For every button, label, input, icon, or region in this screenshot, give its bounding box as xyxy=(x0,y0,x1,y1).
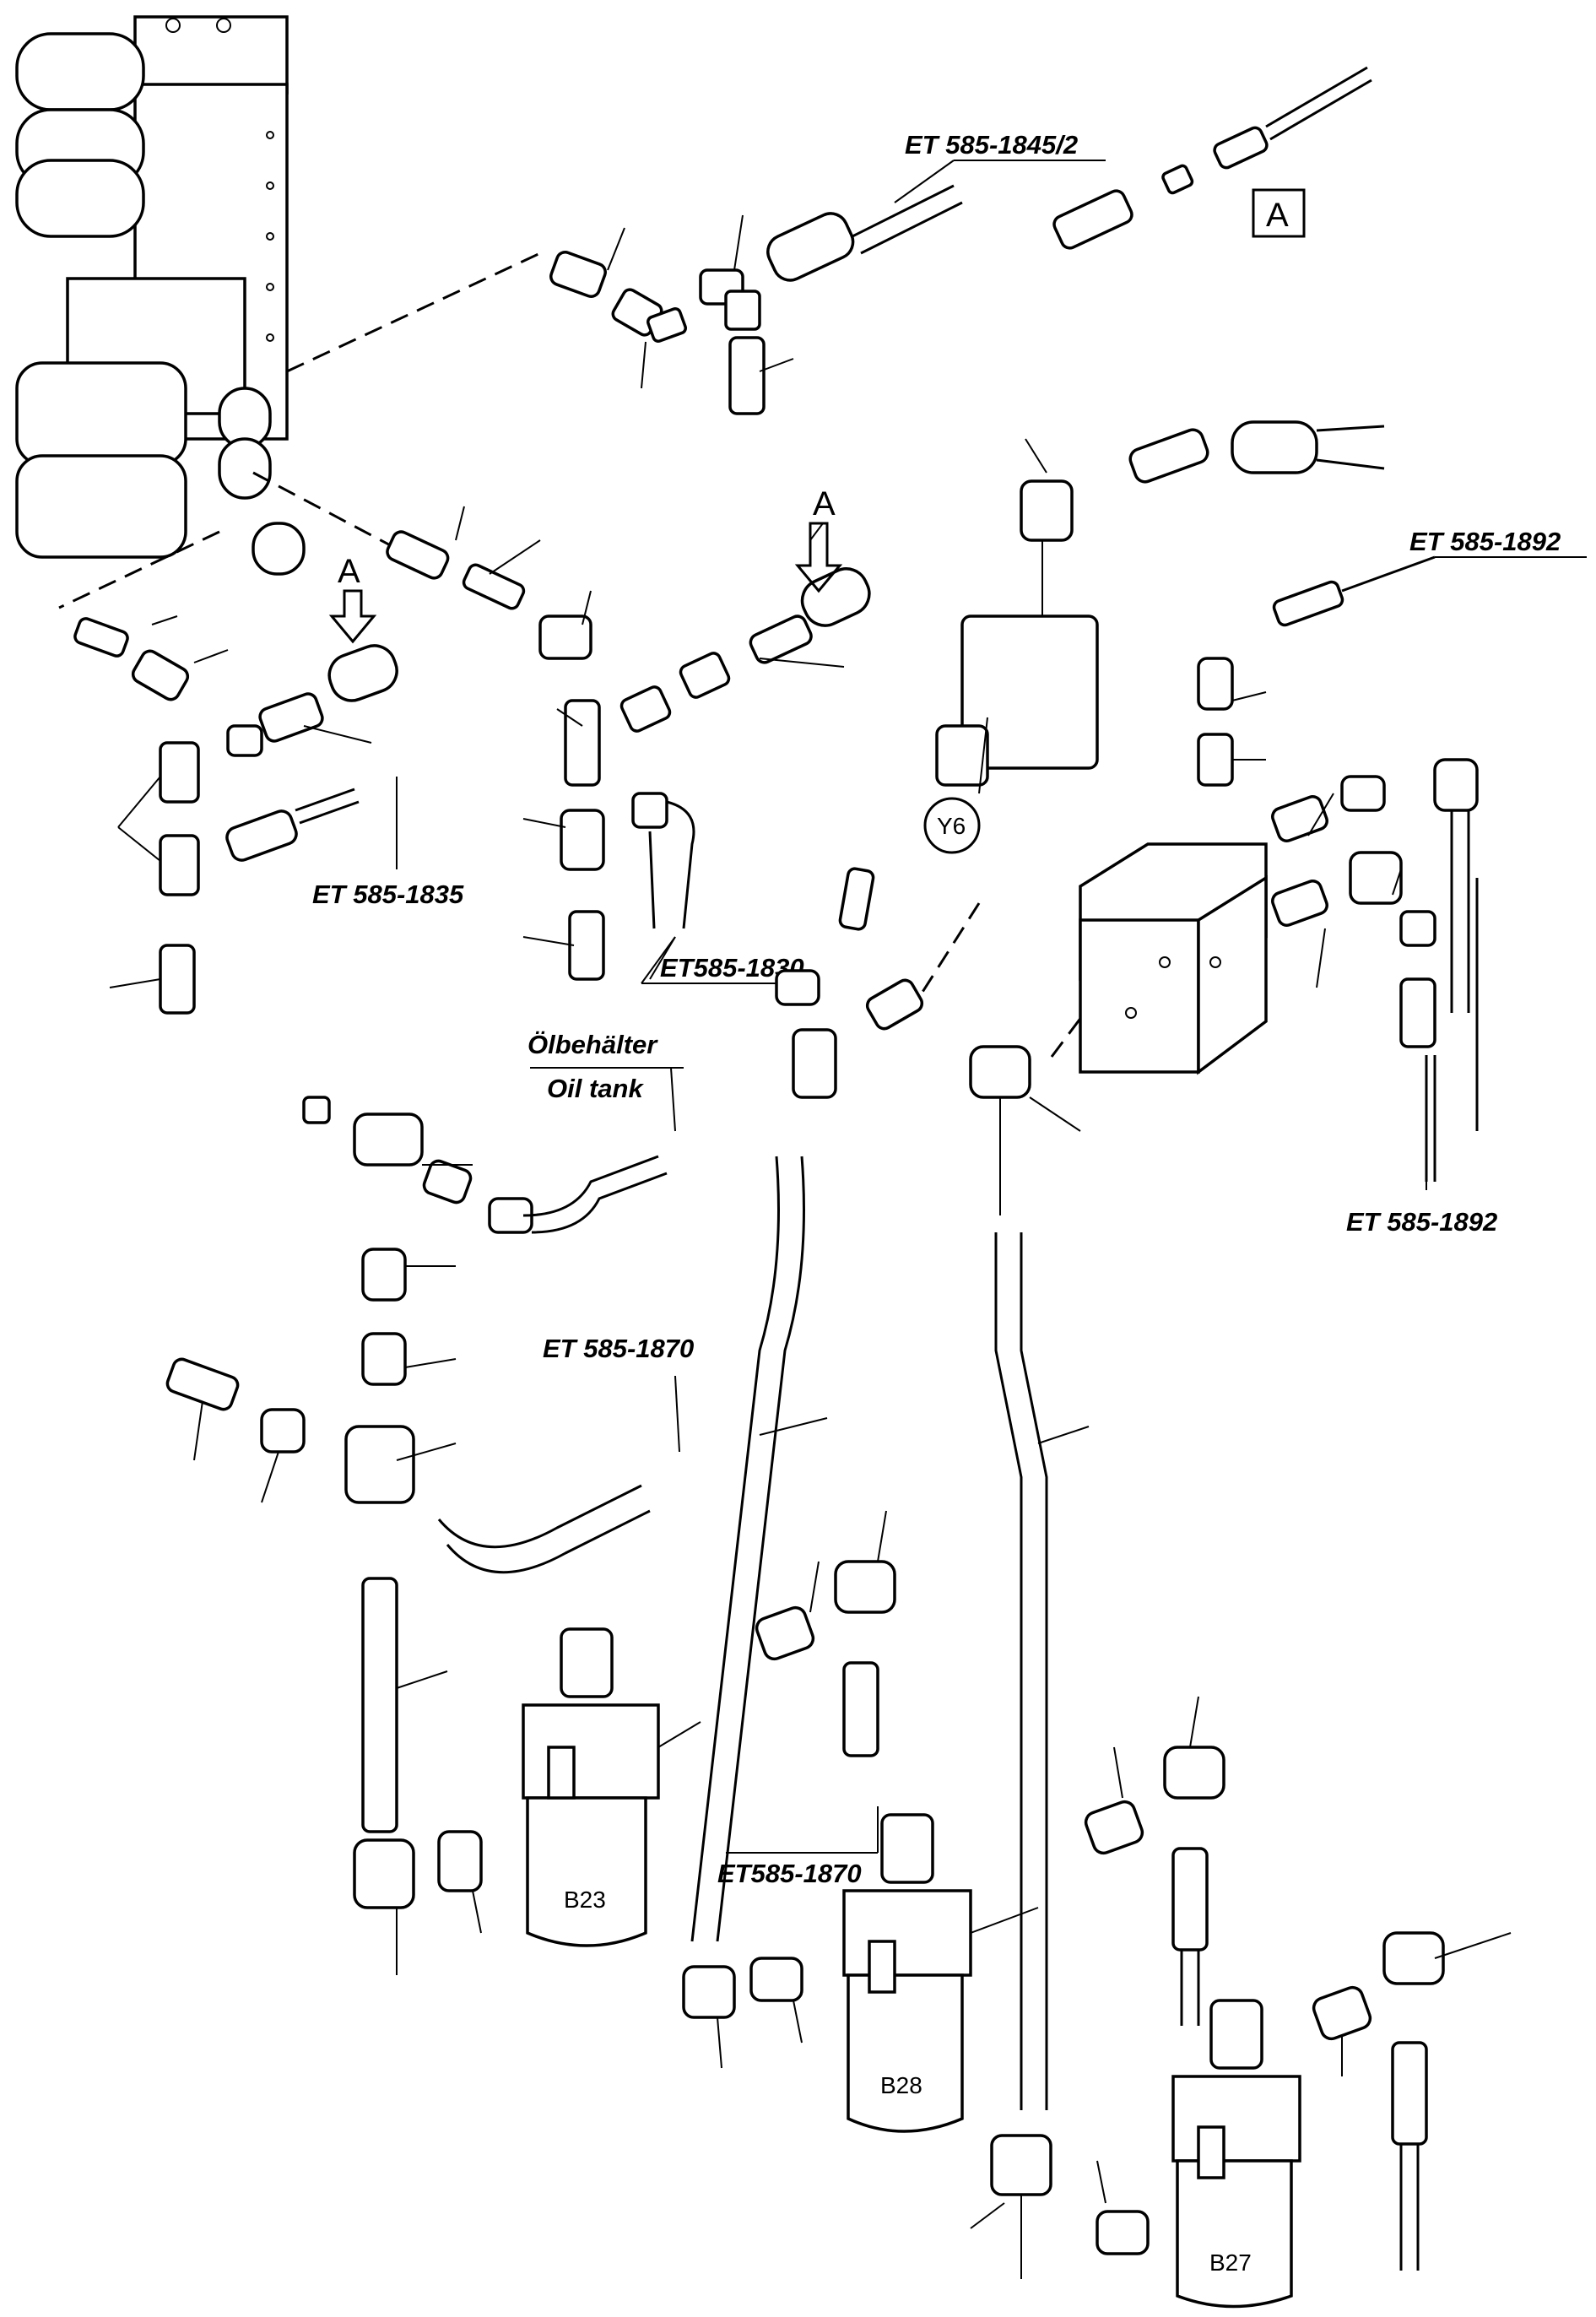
ref-label-1892-bottom: ET 585-1892 xyxy=(1346,1207,1497,1237)
top-fitting-group xyxy=(549,184,963,415)
filter-label-b23: B23 xyxy=(564,1887,606,1913)
ref-label-1845-2: ET 585-1845/2 xyxy=(905,130,1078,160)
filter-b23: B23 xyxy=(522,1627,701,1947)
filter-b28: B28 xyxy=(842,1813,1039,2133)
arrow-a-left: A xyxy=(328,553,377,644)
center-pipes xyxy=(682,867,1090,2196)
ref-label-1870-upper: ET 585-1870 xyxy=(543,1334,694,1363)
filter-label-b27: B27 xyxy=(1209,2249,1252,2276)
control-valve-block xyxy=(15,15,306,576)
filter-fittings xyxy=(717,1510,1512,2279)
solenoid-tag-circle xyxy=(923,797,981,854)
solenoid-tag: Y6 xyxy=(937,813,966,839)
arrow-a-label-left: A xyxy=(338,553,360,590)
arrow-a-label-middle: A xyxy=(813,485,836,522)
ref-label-1892-top: ET 585-1892 xyxy=(1409,527,1561,556)
arrow-a-middle: A xyxy=(794,485,843,593)
ref-1870-upper: ET 585-1870 xyxy=(543,1334,694,1453)
right-manifold xyxy=(969,555,1479,1215)
ref-1835: ET 585-1835 xyxy=(312,777,464,909)
detail-marker: A xyxy=(1266,197,1289,234)
detail-a-fitting: A xyxy=(1052,66,1372,250)
oil-tank-label: Ölbehälter Oil tank xyxy=(527,1030,684,1132)
detail-marker-box xyxy=(1252,188,1306,238)
mid-fittings xyxy=(386,506,871,981)
solenoid-valve: Y6 xyxy=(923,420,1385,854)
filter-b27: B27 xyxy=(1171,1999,1301,2309)
ref-1892-top: ET 585-1892 xyxy=(1409,527,1587,558)
oil-tank-label-de: Ölbehälter xyxy=(527,1030,658,1059)
ref-label-1870-lower: ET585-1870 xyxy=(717,1859,862,1888)
oil-tank-branch xyxy=(165,1096,668,1975)
filter-label-b28: B28 xyxy=(880,2072,922,2098)
left-fittings xyxy=(73,615,398,1015)
ref-label-1835: ET 585-1835 xyxy=(312,880,464,909)
ref-1870-lower: ET585-1870 xyxy=(717,1806,879,1888)
ref-1892-bottom: ET 585-1892 xyxy=(1346,1182,1497,1237)
ref-1845-2: ET 585-1845/2 xyxy=(894,130,1106,203)
oil-tank-label-en: Oil tank xyxy=(547,1074,644,1103)
